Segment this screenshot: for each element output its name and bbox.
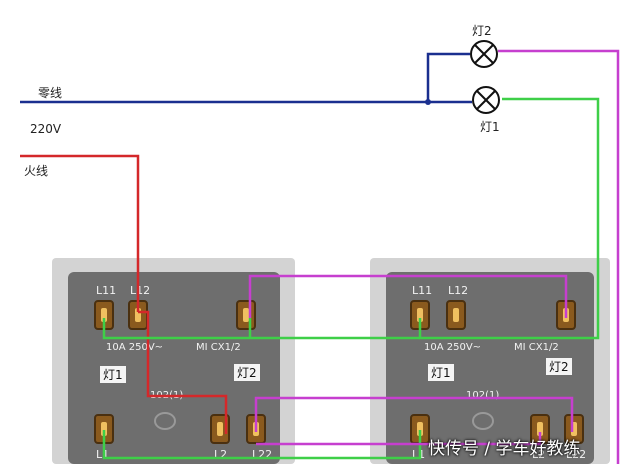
lamp1-wire: [102, 97, 600, 460]
switch-right-top-right-label: L12: [448, 284, 469, 297]
switch-right-top-left-label: L11: [412, 284, 433, 297]
switch-right-logo-icon: [472, 412, 494, 430]
switch-right-terminal-l12: [446, 300, 466, 330]
switch-right-code: MI CX1/2: [514, 342, 559, 353]
switch-left-top-left-label: L11: [96, 284, 117, 297]
switch-left-terminal-l1: [94, 414, 114, 444]
neutral-wire: [20, 52, 472, 105]
switch-left-gang1-label: 灯1: [100, 366, 126, 383]
live-label: 火线: [24, 164, 49, 178]
lamp2-wire: [248, 49, 620, 464]
switch-right-rating: 10A 250V~: [424, 342, 482, 353]
switch-right-gang2-label: 灯2: [546, 358, 572, 375]
switch-left-code: MI CX1/2: [196, 342, 241, 353]
switch-left-rating: 10A 250V~: [106, 342, 164, 353]
lamp1-icon: [472, 86, 500, 114]
neutral-label: 零线: [38, 86, 63, 100]
lamp2-icon: [470, 40, 498, 68]
lamp1-label: 灯1: [480, 120, 500, 134]
switch-left-gang2-label: 灯2: [234, 364, 260, 381]
switch-right-bottom-label-l2: L2: [532, 448, 546, 461]
switch-left-logo-icon: [154, 412, 176, 430]
switch-right-gang1-label: 灯1: [428, 364, 454, 381]
lamp2-label: 灯2: [472, 24, 492, 38]
watermark-text: 快传号 / 学车好教练: [428, 439, 581, 459]
switch-right-terminal-l22: [564, 414, 584, 444]
switch-left-top-right-label: L12: [130, 284, 151, 297]
switch-right-model: 102(1): [466, 390, 500, 401]
voltage-label: 220V: [30, 122, 62, 136]
live-wire: [20, 154, 228, 434]
switch-right-bottom-label-l22: L22: [566, 448, 587, 461]
